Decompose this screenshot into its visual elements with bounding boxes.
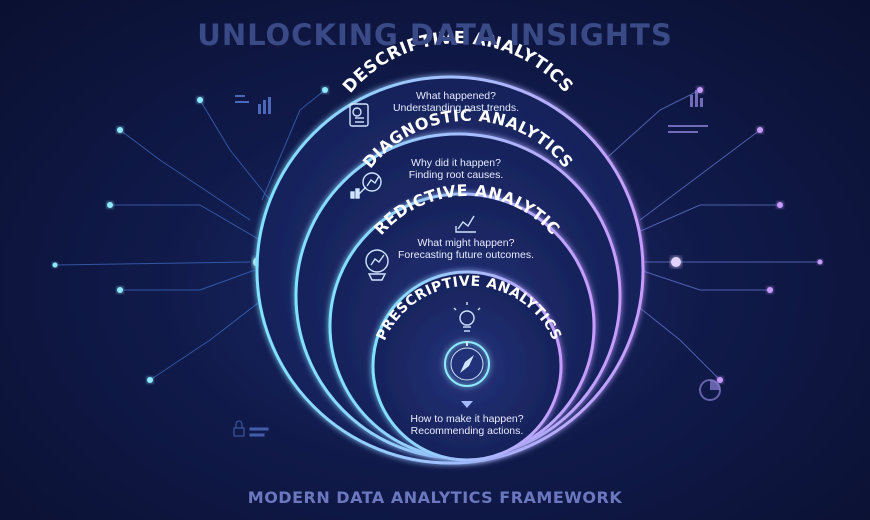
analytics-rings [255,75,645,465]
lock-icon [233,420,269,437]
pie-chart-icon [699,379,721,401]
prescriptive-detail: Recommending actions. [410,425,524,437]
particle-dots [52,87,823,383]
bar-chart-icon [668,90,708,133]
document-chart-icon [349,103,369,127]
prescriptive-question: How to make it happen? [410,413,524,425]
magnifier-chart-icon [350,172,382,199]
chart-growth-icon [455,215,476,233]
compass-icon [444,341,490,387]
predictive-detail: Forecasting future outcomes. [398,249,534,261]
page-title: UNLOCKING DATA INSIGHTS [197,18,673,52]
prescriptive-description: How to make it happen? Recommending acti… [367,413,567,437]
diagnostic-detail: Finding root causes. [408,169,504,181]
diagnostic-question: Why did it happen? [411,157,501,169]
predictive-description: What might happen? Forecasting future ou… [366,237,566,261]
descriptive-description: What happened? Understanding past trends… [356,90,556,114]
descriptive-detail: Understanding past trends. [392,102,520,114]
down-arrow-icon [461,401,473,408]
descriptive-question: What happened? [416,90,496,102]
bar-chart-icon [235,95,271,114]
crystal-ball-icon [365,249,389,281]
footer-title: MODERN DATA ANALYTICS FRAMEWORK [247,488,623,507]
predictive-question: What might happen? [417,237,515,249]
diagnostic-description: Why did it happen? Finding root causes. [356,157,556,181]
circuit-lines-left [54,89,326,381]
lightbulb-icon [453,302,481,332]
